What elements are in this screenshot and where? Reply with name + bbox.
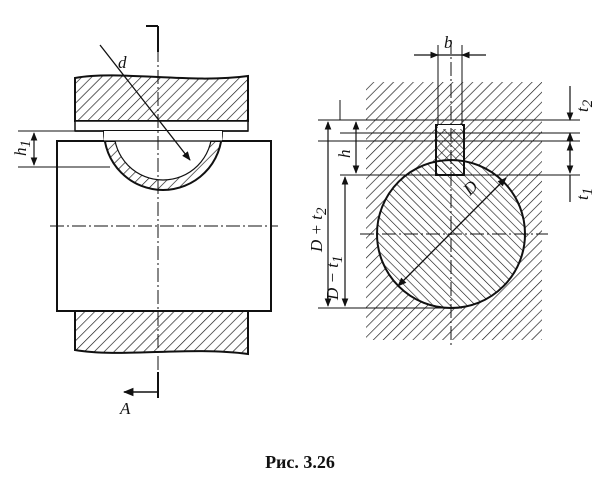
keyed-joint-drawing: d h1 A xyxy=(11,25,596,418)
label-h1: h1 xyxy=(11,140,34,156)
shaft-diameter-leader xyxy=(397,177,507,287)
label-section-a: A xyxy=(119,399,131,418)
hub-lower xyxy=(74,310,249,356)
hub-upper xyxy=(74,74,249,122)
label-t1: t1 xyxy=(573,188,596,200)
label-b: b xyxy=(444,33,453,52)
diameter-leader xyxy=(99,44,191,161)
label-d-minus-t1: D − t1 xyxy=(323,256,346,301)
label-d-plus-t2: D + t2 xyxy=(307,207,330,253)
longitudinal-view xyxy=(18,25,278,400)
cross-section-view xyxy=(318,40,580,348)
label-h: h xyxy=(335,150,354,159)
label-t2: t2 xyxy=(573,99,596,112)
label-d: d xyxy=(118,53,127,72)
figure-caption: Рис. 3.26 xyxy=(265,452,335,472)
